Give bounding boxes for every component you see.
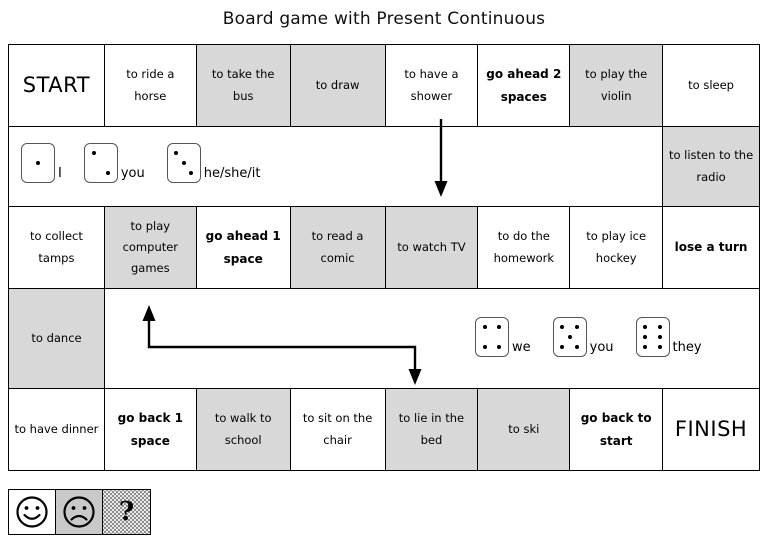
board-cell-computer-games[interactable]: to play computer games bbox=[104, 207, 197, 289]
sad-face-icon bbox=[63, 496, 95, 528]
board-cell-lose-a-turn[interactable]: lose a turn bbox=[663, 207, 760, 289]
die-pip bbox=[560, 325, 565, 329]
board-cell-do-homework[interactable]: to do the homework bbox=[478, 207, 571, 289]
die-label-you: you bbox=[120, 166, 145, 181]
die-pip bbox=[497, 325, 502, 329]
die-pip bbox=[174, 151, 179, 155]
die-pip bbox=[482, 345, 487, 349]
dice-group-plural: we you bbox=[475, 317, 724, 357]
board-cell-sleep[interactable]: to sleep bbox=[663, 45, 760, 127]
board-row-5: to have dinner go back 1 space to walk t… bbox=[9, 389, 760, 471]
die-label-they: they bbox=[672, 340, 702, 355]
down-arrow-row2 bbox=[434, 119, 448, 197]
board-cell-read-comic[interactable]: to read a comic bbox=[290, 207, 386, 289]
board-cell-go-back-1[interactable]: go back 1 space bbox=[104, 389, 197, 471]
board-cell-draw[interactable]: to draw bbox=[290, 45, 386, 127]
die-pip bbox=[574, 345, 579, 349]
die-pip bbox=[657, 345, 662, 349]
board-row-3: to collect tamps to play computer games … bbox=[9, 207, 760, 289]
board-cell-play-violin[interactable]: to play the violin bbox=[570, 45, 664, 127]
board-cell-ski[interactable]: to ski bbox=[478, 389, 571, 471]
board-cell-have-dinner[interactable]: to have dinner bbox=[9, 389, 105, 471]
die-face-3 bbox=[166, 143, 201, 183]
board-cell-ride-horse[interactable]: to ride a horse bbox=[104, 45, 197, 127]
die-label-he-she-it: he/she/it bbox=[203, 166, 261, 181]
dice-legend-area-bottom: we you bbox=[105, 289, 760, 389]
board-cell-have-shower[interactable]: to have a shower bbox=[385, 45, 479, 127]
die-face-4 bbox=[475, 317, 509, 357]
die-pip bbox=[181, 161, 186, 165]
die-label-we: we bbox=[512, 340, 531, 355]
board-game-grid: START to ride a horse to take the bus to… bbox=[8, 44, 760, 471]
board-cell-watch-tv[interactable]: to watch TV bbox=[385, 207, 479, 289]
die-pip bbox=[560, 345, 565, 349]
die-pip bbox=[643, 325, 648, 329]
die-pip bbox=[574, 325, 579, 329]
board-cell-lie-bed[interactable]: to lie in the bed bbox=[385, 389, 479, 471]
die-pip bbox=[497, 345, 502, 349]
board-cell-ice-hockey[interactable]: to play ice hockey bbox=[570, 207, 664, 289]
die-pip bbox=[567, 335, 572, 339]
board-cell-walk-school[interactable]: to walk to school bbox=[196, 389, 291, 471]
page-title: Board game with Present Continuous bbox=[222, 9, 546, 29]
die-pip bbox=[189, 171, 194, 175]
die-face-5 bbox=[552, 317, 587, 357]
die-pip bbox=[106, 171, 111, 175]
board-cell-collect-tamps[interactable]: to collect tamps bbox=[9, 207, 105, 289]
die-pip bbox=[643, 335, 648, 339]
legend-cell-sad bbox=[56, 490, 103, 534]
board-cell-take-bus[interactable]: to take the bus bbox=[196, 45, 291, 127]
legend-cell-question: ? bbox=[103, 490, 150, 534]
question-mark-icon: ? bbox=[118, 497, 135, 527]
board-cell-start[interactable]: START bbox=[9, 45, 105, 127]
board-row-1: START to ride a horse to take the bus to… bbox=[9, 45, 760, 127]
dice-item-2: you bbox=[83, 143, 145, 183]
dice-group-singular: I you he/she/it bbox=[21, 143, 282, 183]
dice-item-3: he/she/it bbox=[166, 143, 261, 183]
die-pip bbox=[643, 345, 648, 349]
die-face-1 bbox=[21, 143, 55, 183]
legend-key: ? bbox=[8, 489, 151, 535]
die-pip bbox=[91, 151, 96, 155]
smiley-face-icon bbox=[16, 496, 48, 528]
die-pip bbox=[657, 325, 662, 329]
board-cell-go-ahead-1[interactable]: go ahead 1 space bbox=[196, 207, 291, 289]
dice-item-5: you bbox=[552, 317, 614, 357]
board-cell-finish[interactable]: FINISH bbox=[663, 389, 760, 471]
die-face-6 bbox=[635, 317, 670, 357]
dice-legend-area-top: I you he/she/it bbox=[9, 119, 664, 207]
die-pip bbox=[35, 161, 40, 165]
legend-cell-smiley bbox=[9, 490, 56, 534]
board-row-2-dice-and-arrow: I you he/she/it bbox=[9, 119, 760, 207]
dice-item-1: I bbox=[21, 143, 62, 183]
die-pip bbox=[657, 335, 662, 339]
board-row-4-dice-and-arrow: to dance we bbox=[9, 289, 760, 389]
board-cell-listen-radio[interactable]: to listen to the radio bbox=[663, 127, 760, 207]
board-cell-sit-chair[interactable]: to sit on the chair bbox=[290, 389, 386, 471]
u-turn-arrow-row4 bbox=[142, 305, 422, 385]
dice-item-6: they bbox=[635, 317, 702, 357]
die-label-i: I bbox=[58, 166, 62, 181]
die-label-you-plural: you bbox=[589, 340, 614, 355]
board-cell-dance[interactable]: to dance bbox=[9, 289, 105, 389]
die-face-2 bbox=[83, 143, 118, 183]
board-cell-go-ahead-2[interactable]: go ahead 2 spaces bbox=[478, 45, 571, 127]
dice-item-4: we bbox=[475, 317, 531, 357]
die-pip bbox=[482, 325, 487, 329]
board-cell-go-back-start[interactable]: go back to start bbox=[570, 389, 664, 471]
